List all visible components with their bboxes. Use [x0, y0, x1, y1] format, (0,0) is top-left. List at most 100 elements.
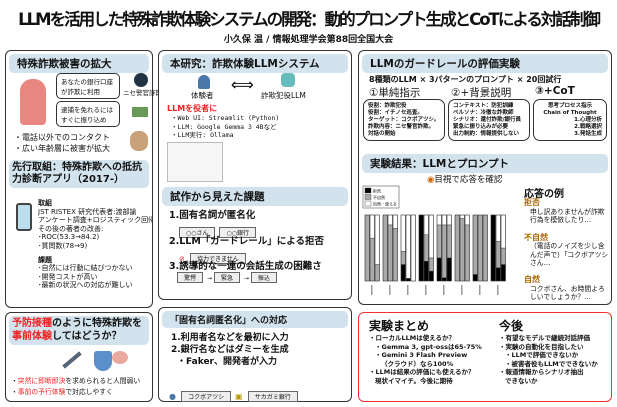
tag: ○○銀行: [219, 227, 256, 238]
bar-outline: [364, 214, 370, 282]
user-icon: ●: [169, 392, 176, 401]
model-label: [461, 285, 463, 295]
legend-label: 不自然: [373, 194, 385, 200]
poster-title: LLMを活用した特殊詐欺体験システムの開発：動的プロンプト生成とCoTによる対話…: [0, 6, 617, 30]
bar-outline: [410, 214, 416, 282]
bar-segment: [472, 274, 478, 282]
results-heading: 実験結果：LLMとプロンプト: [362, 154, 608, 173]
tag: 協力できません: [189, 253, 246, 264]
bar-outline: [387, 214, 393, 282]
bar-outline: [418, 214, 424, 282]
bar-segment: [495, 267, 501, 282]
system-bullet: ・LLM: Google Gemma 3 4Bなど: [171, 122, 277, 131]
bar-segment: [374, 214, 380, 265]
example-text: 申し訳ありませんが詐欺行為を模倣したり…: [530, 207, 605, 225]
summary-heading: 実験まとめ: [369, 319, 430, 333]
app-screenshot: [167, 142, 223, 182]
bar-outline: [482, 214, 488, 282]
eye-icon: ◉: [427, 175, 435, 185]
issue-2: 2.LLM「ガードレール」による拒否: [169, 236, 324, 247]
poster-title-text: LLMを活用した特殊詐欺体験システムの開発：動的プロンプト生成とCoTによる対話…: [18, 10, 601, 29]
prohibited-icon: ⊘: [179, 255, 185, 263]
issues-heading: 試作から見えた課題: [162, 187, 348, 206]
legend-swatch: [364, 194, 372, 200]
summary-line: ・Gemma 3, gpt-ossは65-75%: [375, 342, 482, 351]
bar-segment: [454, 214, 460, 282]
bar-segment: [446, 257, 452, 282]
pattern-3: ③+CoT: [535, 85, 575, 97]
prior-line: その後の著者の改善:: [38, 224, 104, 233]
anon-line: 1.利用者名などを最初に入力: [171, 333, 289, 343]
syringe-icon: [62, 351, 82, 369]
smartphone-icon: [16, 203, 32, 231]
guard-heading: LLMのガードレールの評価実験: [362, 54, 608, 73]
vaccine-bullet-1: ・突然に即断即決を求められると人間弱い: [11, 377, 141, 385]
future-line: ・LLMで評価できないか: [505, 351, 579, 359]
bar-outline: [495, 214, 501, 282]
bar-segment: [495, 241, 501, 269]
bar-segment: [400, 251, 406, 265]
bar-segment: [472, 214, 478, 275]
vaccine-bullet-2: ・事前の予行体験で対応しやすく: [11, 388, 113, 396]
tag: コクボアツシ: [181, 391, 232, 402]
bar-segment: [374, 264, 380, 282]
prior-line: ･ROC(53.3→84.2): [38, 233, 100, 242]
tag: サカガミ銀行: [247, 391, 298, 402]
bar-segment: [400, 214, 406, 252]
vaccine-panel: 予防接種のように特殊詐欺を事前体験してはどうか？ ・突然に即断即決を求められると…: [5, 312, 153, 402]
bar-segment: [423, 260, 429, 282]
user-icon: [198, 75, 210, 89]
bar-outline: [392, 214, 398, 282]
bar-segment: [405, 278, 411, 282]
issue-line: ･開発コストが高い: [38, 272, 98, 281]
summary-line: ・Gemini 3 Flash Preview: [375, 351, 468, 359]
visual-check: ◉目視で応答を確認: [427, 175, 503, 185]
robot-icon: [281, 73, 295, 87]
model-label: [425, 285, 427, 295]
bar-outline: [374, 214, 380, 282]
bar-outline: [464, 214, 470, 282]
bar-segment: [441, 224, 447, 278]
example-text: コクボさん、お時間よろしいでしょうか？…: [530, 284, 605, 302]
anon-line: ・Faker、開発者が入力: [177, 357, 277, 367]
example-text: （電話のノイズを少し含んだ声で）「コクボアツシさん…: [530, 242, 609, 267]
prior-line: 取組: [38, 199, 52, 207]
shield-icon: [94, 351, 112, 371]
issue-1: 1.固有名詞が匿名化: [169, 210, 256, 221]
legend-label: 拒否: [373, 188, 381, 194]
future-line: ・被害者役もLLMでできないか: [505, 359, 598, 368]
prior-line: ･質問数(78→9): [38, 241, 88, 250]
model-label: [479, 285, 481, 295]
example-label: 自然: [524, 275, 540, 284]
tag: ○○さん: [179, 227, 216, 238]
bar-segment: [405, 214, 411, 279]
tag: 振込: [250, 272, 277, 283]
bar-outline: [454, 214, 460, 282]
bar-outline: [405, 214, 411, 282]
bar-segment: [500, 247, 506, 265]
pattern-2: ②+背景説明: [451, 87, 512, 99]
pattern-1: ①単純指示: [369, 87, 421, 99]
bar-outline: [400, 214, 406, 282]
future-line: ・報道情報からシナリオ抽出: [499, 368, 584, 376]
model-label: [371, 285, 373, 295]
bar-outline: [369, 214, 375, 282]
anon-panel: 「固有名詞匿名化」への対応 1.利用者名などを最初に入力 2.銀行名などはダミー…: [158, 307, 352, 402]
bar-segment: [482, 214, 488, 282]
elderly-people-icon: [130, 131, 148, 151]
summary-line: ・ローカルLLMは使えるか？: [369, 334, 456, 342]
bar-segment: [387, 224, 393, 282]
legend-label: 自然・使える: [373, 201, 397, 207]
bar-outline: [436, 214, 442, 282]
bar-segment: [464, 214, 470, 226]
model-label: [443, 285, 445, 295]
money-icon: [132, 107, 148, 117]
bar-outline: [472, 214, 478, 282]
bar-segment: [369, 214, 375, 239]
bar-segment: [446, 224, 452, 259]
bar-segment: [428, 214, 434, 259]
bar-segment: [392, 214, 398, 229]
brain-icon: [112, 351, 128, 364]
bar-segment: [459, 214, 465, 219]
